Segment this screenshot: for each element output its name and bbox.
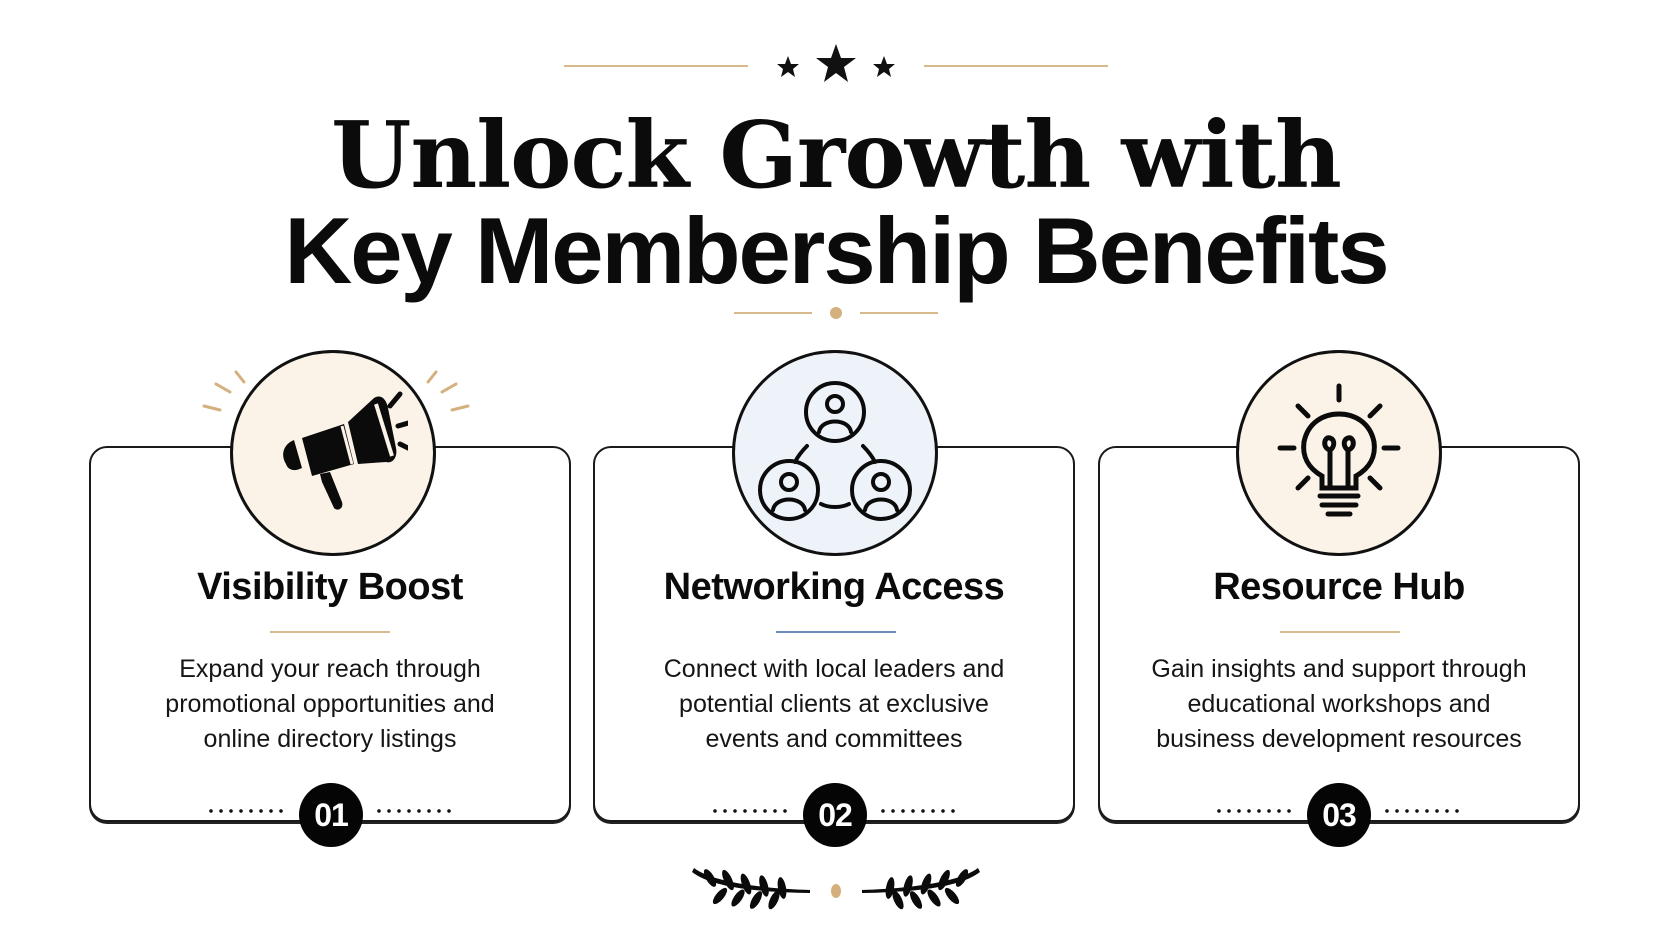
title-underline [776,631,896,633]
description-line: business development resources [1156,725,1522,753]
icon-circle-resources [1236,350,1442,556]
benefit-description: Gain insights and support through educat… [1098,652,1580,757]
benefit-title: Visibility Boost [197,566,463,608]
page-title-line2: Key Membership Benefits [284,198,1389,303]
dots-left [206,808,288,814]
benefit-description: Connect with local leaders and potential… [593,652,1075,757]
title-underline [1280,631,1400,633]
sparkle-rays-icon [202,370,470,412]
top-divider-left [564,65,748,67]
stars-icon [777,44,895,82]
laurel-ornament-icon [692,868,980,910]
dots-left [1214,808,1296,814]
dots-right [878,808,960,814]
page-title-line1: Unlock Growth with [331,101,1342,209]
benefit-number-badge: 01 [299,783,363,847]
benefit-number-badge: 02 [803,783,867,847]
benefit-description: Expand your reach through promotional op… [89,652,571,757]
icon-circle-visibility [230,350,436,556]
lightbulb-icon [1277,383,1401,517]
benefit-title: Networking Access [663,566,1005,608]
description-line: Gain insights and support through [1151,655,1527,683]
description-line: educational workshops and [1187,690,1491,718]
description-line: Connect with local leaders and [663,655,1005,683]
mid-divider-dot [830,307,842,319]
dots-right [374,808,456,814]
megaphone-icon [283,391,408,510]
description-line: Expand your reach through [179,655,481,683]
icon-circle-networking [732,350,938,556]
description-line: events and committees [705,725,963,753]
network-people-icon [758,381,912,521]
title-underline [270,631,390,633]
description-line: promotional opportunities and [165,690,495,718]
description-line: online directory listings [203,725,457,753]
benefit-number-badge: 03 [1307,783,1371,847]
description-line: potential clients at exclusive [679,690,989,718]
top-divider-right [924,65,1108,67]
dots-left [710,808,792,814]
benefit-title: Resource Hub [1213,566,1465,608]
mid-divider-right [860,312,938,314]
mid-divider-left [734,312,812,314]
dots-right [1382,808,1464,814]
